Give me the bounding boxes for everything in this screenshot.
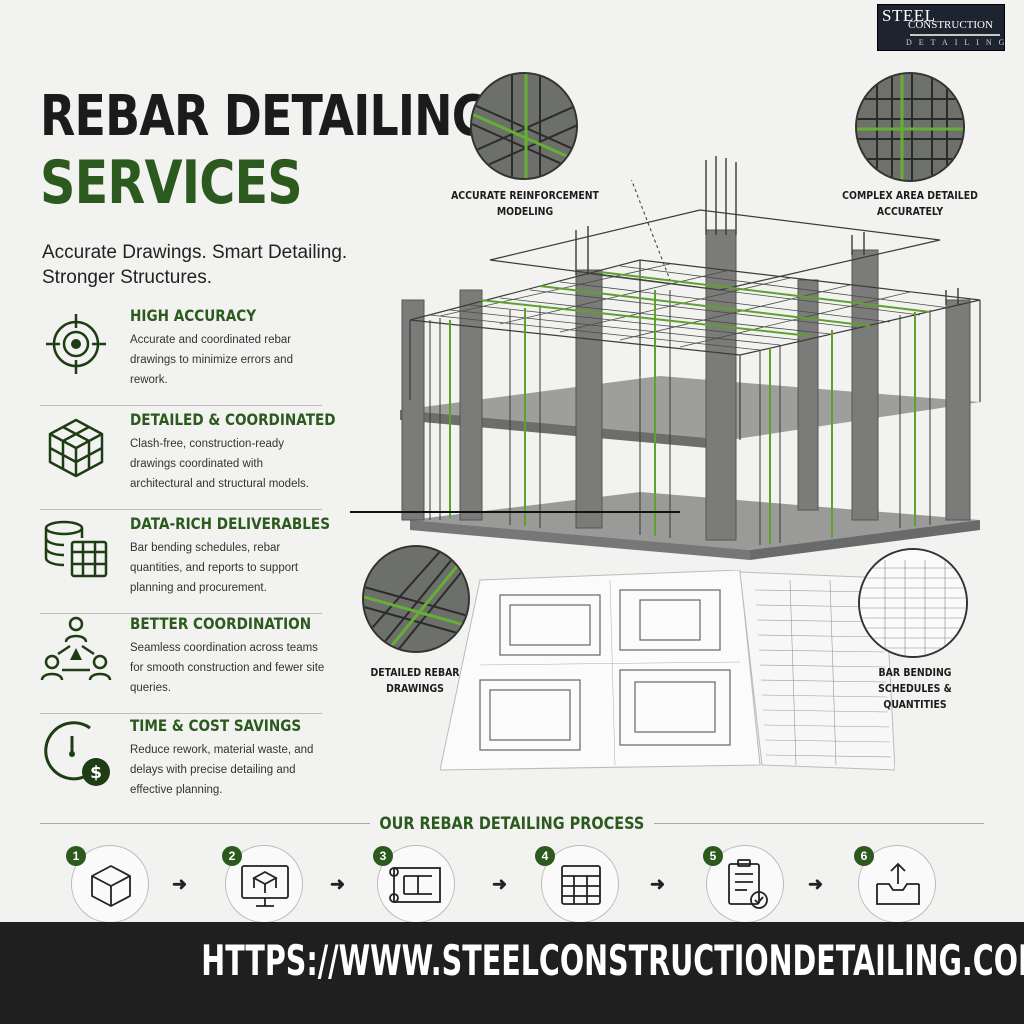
process-arrow: ➜ [650,874,666,894]
feature-description: Clash-free, construction-ready drawings … [130,438,309,490]
feature-description: Reduce rework, material waste, and delay… [130,744,314,796]
page-title-line2: SERVICES [40,148,303,218]
process-arrow: ➜ [808,874,824,894]
callout-complex-label: COMPLEX AREA DETAILED ACCURATELY [842,189,978,218]
target-icon [46,314,106,374]
rebar-drawing-sheets [440,570,895,771]
callout-drawings-image [362,545,470,653]
callout-reinforcement-label: ACCURATE REINFORCEMENT MODELING [451,189,599,218]
feature-high-accuracy: HIGH ACCURACY Accurate and coordinated r… [40,306,322,406]
feature-title: HIGH ACCURACY [130,306,257,325]
callout-schedules-label: BAR BENDING SCHEDULES & QUANTITIES [878,666,952,711]
svg-text:$: $ [90,763,102,783]
blueprint-icon [389,867,441,903]
process-arrow: ➜ [172,874,188,894]
callout-leader-line [631,180,671,281]
page-title-line1: REBAR DETAILING [40,84,489,149]
callout-drawings-label: DETAILED REBAR DRAWINGS [370,666,460,695]
deliver-box-icon [876,862,920,905]
process-divider-right [654,823,984,824]
website-url-link[interactable]: HTTPS://WWW.STEELCONSTRUCTIONDETAILING.C… [201,936,1024,985]
feature-description: Bar bending schedules, rebar quantities,… [130,542,299,594]
process-arrow: ➜ [330,874,346,894]
footer-bar [0,922,1024,1024]
database-icon [44,520,108,578]
step-number: 5 [703,846,723,866]
step-number: 2 [222,846,242,866]
logo-line3: DETAILING [906,38,1012,47]
process-arrow: ➜ [492,874,508,894]
rebar-building-illustration [350,156,981,560]
callout-reinforcement-image [470,72,578,180]
schedule-table-image [860,550,966,656]
rebar-closeup-image [472,74,576,178]
step-number: 1 [66,846,86,866]
process-divider-left [40,823,370,824]
monitor-model-icon [241,865,289,907]
feature-title: BETTER COORDINATION [130,614,312,633]
rebar-cage-image [857,74,963,180]
step-number: 6 [854,846,874,866]
cube-grid-icon [48,418,104,478]
feature-better-coordination: BETTER COORDINATION Seamless coordinatio… [40,614,325,714]
logo-line2: CONSTRUCTION [908,19,993,31]
feature-title: DETAILED & COORDINATED [130,410,336,429]
callout-complex-image [855,72,965,182]
feature-description: Accurate and coordinated rebar drawings … [130,334,293,386]
feature-data-rich: DATA-RICH DELIVERABLES Bar bending sched… [40,514,330,614]
cube-icon [91,865,131,907]
clock-dollar-icon: $ [44,721,110,786]
process-step-5 [706,845,784,923]
brand-logo: STEEL CONSTRUCTION DETAILING [877,4,1005,51]
tagline: Accurate Drawings. Smart Detailing. Stro… [42,242,348,288]
logo-rule [910,34,1000,36]
schedule-grid-icon [561,865,601,905]
logo-line1: STEEL [882,6,936,25]
step-number: 3 [373,846,393,866]
feature-time-cost: $ TIME & COST SAVINGS Reduce rework, mat… [40,716,322,816]
feature-description: Seamless coordination across teams for s… [130,642,325,694]
feature-title: DATA-RICH DELIVERABLES [130,514,331,533]
checklist-icon [728,859,768,909]
process-title: OUR REBAR DETAILING PROCESS [379,814,645,834]
feature-title: TIME & COST SAVINGS [130,716,302,735]
callout-schedules-image [858,548,968,658]
rebar-column-image [364,547,468,651]
step-number: 4 [535,846,555,866]
feature-detailed-coordinated: DETAILED & COORDINATED Clash-free, const… [40,410,336,510]
team-icon [40,616,112,681]
